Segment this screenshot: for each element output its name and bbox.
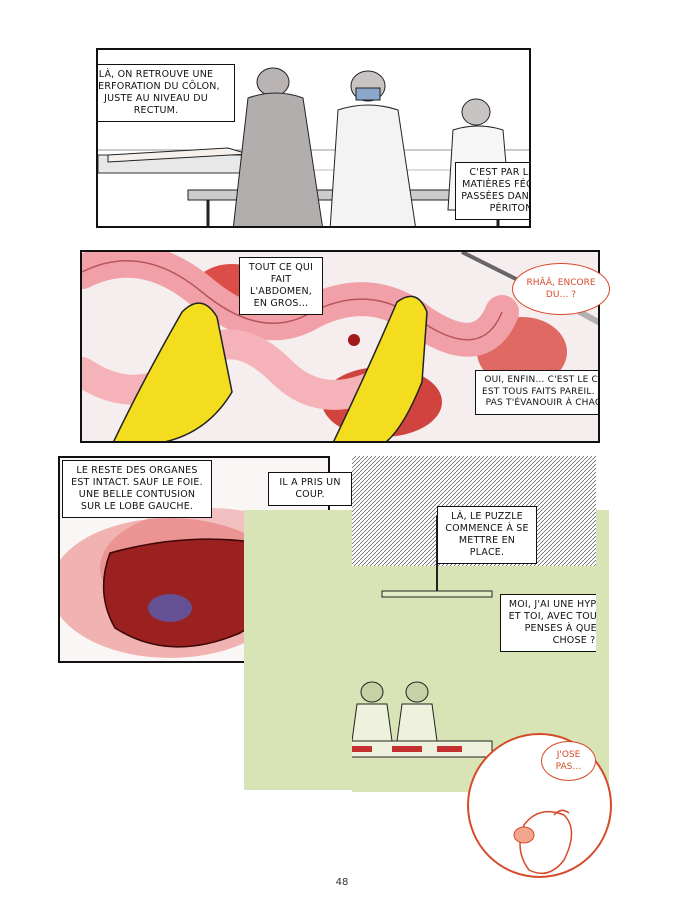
- balloon-rhaa: Rhââ, encore du… ?: [512, 263, 610, 315]
- page-number: 48: [335, 877, 349, 888]
- panel-lab: Là, le puzzle commence à se mettre en pl…: [352, 456, 596, 792]
- caption-il-a-pris-un-coup: Il a pris un coup.: [268, 472, 352, 506]
- caption-perforation: Là, on retrouve une perforation du côlon…: [98, 64, 235, 122]
- caption-abdomen: Tout ce qui fait l'abdomen, en gros…: [239, 257, 323, 315]
- caption-organes: Le reste des organes est intact. Sauf le…: [62, 460, 212, 518]
- portrait-illustration: [513, 809, 573, 875]
- caption-corps: Oui, enfin… c'est le corps. On est tous …: [475, 370, 598, 415]
- panel-autopsy-room: Là, on retrouve une perforation du côlon…: [96, 48, 531, 228]
- caption-matieres-fecales: C'est par là que les matières fécales so…: [455, 162, 529, 220]
- caption-hypothese: Moi, j'ai une hypothèse. Et toi, avec to…: [500, 594, 596, 652]
- intestines-illustration: [82, 252, 598, 441]
- balloon-j-ose-pas: J'ose pas…: [541, 741, 596, 781]
- caption-puzzle: Là, le puzzle commence à se mettre en pl…: [437, 506, 537, 564]
